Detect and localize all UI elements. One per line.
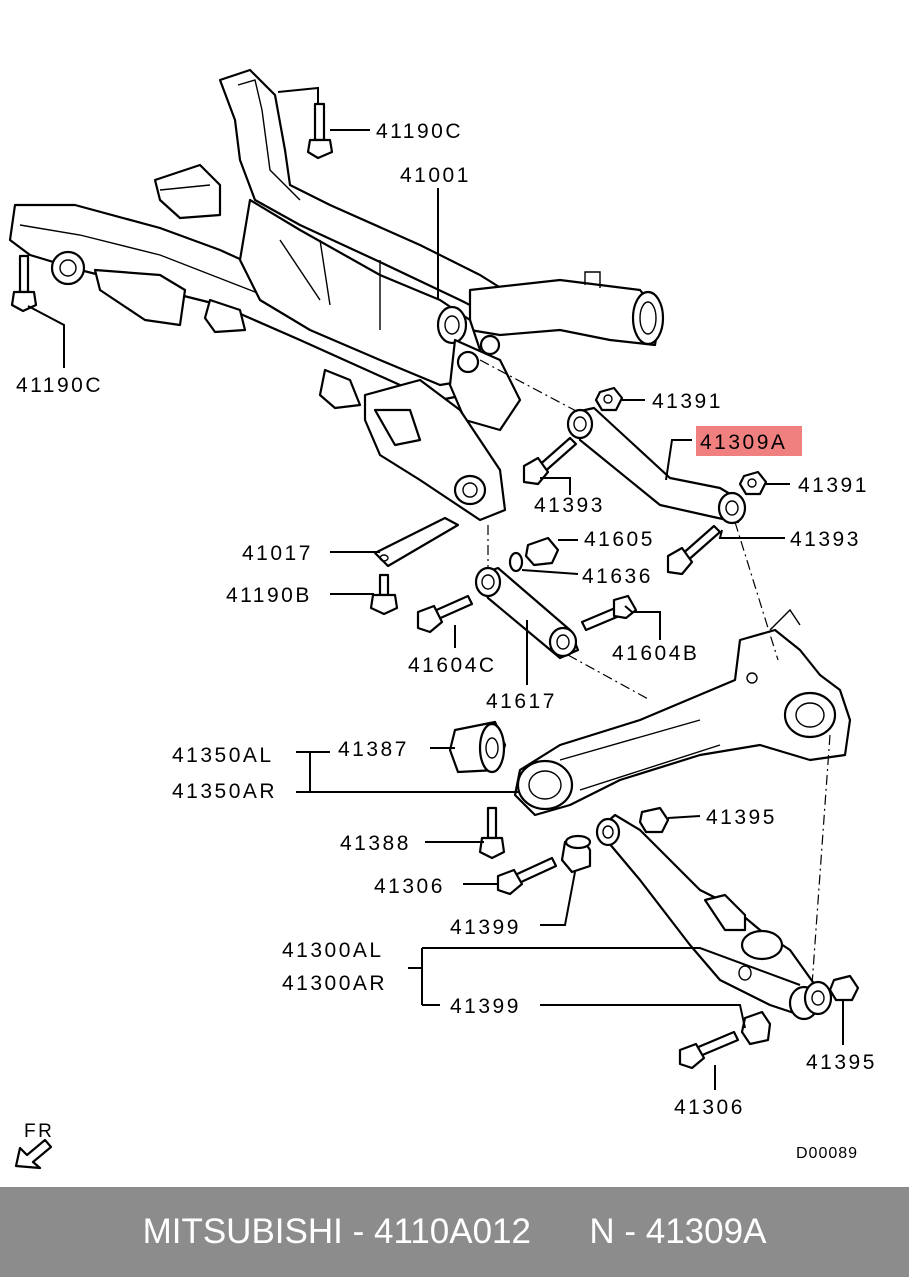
- label-41309A: 41309A: [700, 431, 787, 454]
- front-direction-indicator: FR: [14, 1121, 54, 1170]
- bolt-41388: [478, 806, 506, 860]
- part-labels: 41190C 41001 41190C 41391 41309A 41391 4…: [16, 120, 877, 1162]
- bolt-41190B: [369, 573, 399, 616]
- label-41017: 41017: [242, 542, 313, 565]
- highlight-41309A: [696, 426, 802, 456]
- footer-bar: MITSUBISHI - 4110A012 N - 41309A: [0, 1187, 909, 1277]
- label-41001: 41001: [400, 164, 471, 187]
- nut-41395-lower: [828, 974, 860, 1002]
- label-41399-lower: 41399: [450, 995, 521, 1018]
- label-41306-lower: 41306: [674, 1096, 745, 1119]
- footer-brand: MITSUBISHI: [142, 1212, 343, 1251]
- nut-41605: [524, 536, 560, 567]
- label-41604C: 41604C: [408, 654, 497, 677]
- label-41190C-top: 41190C: [376, 120, 463, 143]
- washer-41636: [508, 551, 524, 573]
- label-41190C-left: 41190C: [16, 374, 103, 397]
- nut-41391-lower: [738, 470, 768, 496]
- nut-41395-upper: [638, 806, 670, 834]
- diagram-code: D00089: [796, 1145, 858, 1162]
- label-41391-lower: 41391: [798, 474, 869, 497]
- bolt-41393-lower: [666, 524, 722, 576]
- bushing-41399-lower: [740, 1010, 772, 1046]
- label-41306-upper: 41306: [374, 875, 445, 898]
- label-41604B: 41604B: [612, 642, 699, 665]
- label-41395-upper: 41395: [706, 806, 777, 829]
- parts-diagram: 41190C 41001 41190C 41391 41309A 41391 4…: [8, 68, 877, 1170]
- bolt-41190C-top: [306, 102, 334, 160]
- label-41617: 41617: [486, 690, 557, 713]
- label-41388: 41388: [340, 832, 411, 855]
- fr-label: FR: [24, 1121, 54, 1142]
- footer-position-ref: N - 41309A: [589, 1212, 767, 1251]
- label-41387: 41387: [338, 738, 409, 761]
- label-41391-upper: 41391: [652, 390, 723, 413]
- bushing-41399-upper: [560, 834, 592, 874]
- bolt-41190C-left: [10, 254, 38, 313]
- label-41350AL: 41350AL: [172, 744, 274, 767]
- bushing-41387: [448, 720, 507, 774]
- footer-separator: -: [342, 1212, 374, 1251]
- label-41300AR: 41300AR: [282, 972, 387, 995]
- crossmember-41001: [8, 68, 665, 522]
- label-41605: 41605: [584, 528, 655, 551]
- label-41399-upper: 41399: [450, 916, 521, 939]
- lower-arm-41300: [595, 813, 833, 1021]
- link-41617: [474, 566, 580, 660]
- bolt-41604B: [580, 594, 638, 632]
- label-41395-lower: 41395: [806, 1051, 877, 1074]
- leader-lines: [27, 86, 844, 1090]
- footer-gap: [531, 1212, 589, 1252]
- label-41393-upper: 41393: [534, 494, 605, 517]
- bolt-41306-lower: [678, 1030, 740, 1070]
- nut-41391-upper: [594, 386, 624, 412]
- label-41636: 41636: [582, 565, 653, 588]
- upper-arm-41309A: [566, 406, 747, 525]
- bolt-41306-upper: [496, 856, 558, 896]
- label-41190B: 41190B: [226, 584, 312, 607]
- front-arrow-icon: [14, 1138, 53, 1170]
- bolt-41604C: [416, 594, 474, 634]
- assembly-lines: [479, 359, 831, 986]
- label-41393-lower: 41393: [790, 528, 861, 551]
- footer-part-number: 4110A012: [373, 1212, 531, 1251]
- label-41350AR: 41350AR: [172, 780, 277, 803]
- label-41300AL: 41300AL: [282, 939, 384, 962]
- bolt-41393-upper: [522, 436, 578, 486]
- bracket-41017: [373, 516, 460, 568]
- trailing-arm-41350: [513, 608, 852, 817]
